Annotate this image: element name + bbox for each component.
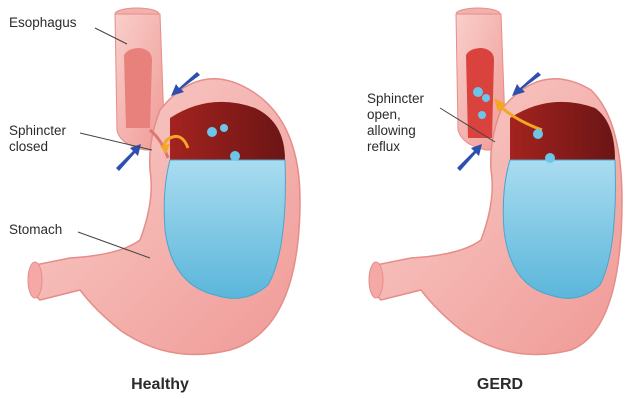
gerd-sphincter-label-line3: allowing <box>367 123 416 139</box>
gerd-sphincter-label-line1: Sphincter <box>367 91 424 107</box>
gerd-stomach-illustration <box>310 0 625 399</box>
acid-bubble-icon <box>207 127 217 137</box>
gerd-sphincter-label-line4: reflux <box>367 139 400 155</box>
healthy-caption: Healthy <box>105 376 215 394</box>
sphincter-label-line2: closed <box>9 139 48 155</box>
stomach-label: Stomach <box>9 222 62 238</box>
healthy-stomach-illustration <box>0 0 310 399</box>
pressure-arrow-icon <box>116 144 141 171</box>
stomach-body <box>28 79 300 355</box>
esophagus-label: Esophagus <box>9 15 77 31</box>
sphincter-label-line1: Sphincter <box>9 123 66 139</box>
acid-bubble-icon <box>473 87 483 97</box>
gerd-sphincter-label-line2: open, <box>367 107 401 123</box>
gerd-caption: GERD <box>445 376 555 394</box>
pressure-arrow-icon <box>457 144 482 171</box>
